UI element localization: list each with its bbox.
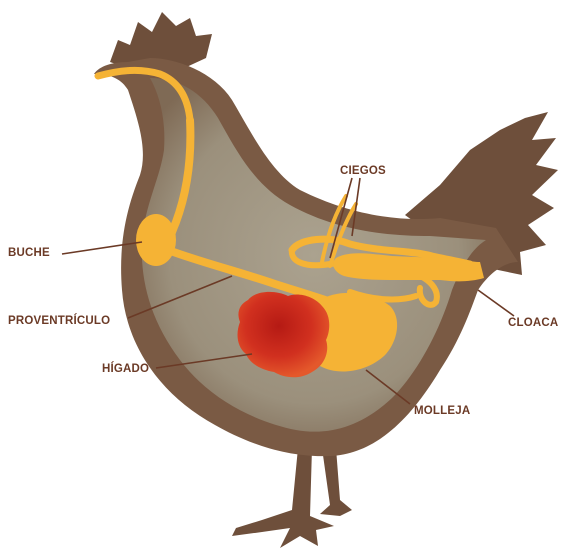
leader-cloaca [478,290,514,316]
legs [232,448,352,548]
label-higado: HÍGADO [102,362,149,375]
crop-organ [136,214,176,266]
label-ciegos: CIEGOS [340,165,386,177]
label-molleja: MOLLEJA [414,405,470,417]
label-proventriculo: PROVENTRÍCULO [8,314,110,327]
label-cloaca: CLOACA [508,317,558,329]
label-buche: BUCHE [8,247,50,259]
chicken-silhouette [94,12,558,548]
